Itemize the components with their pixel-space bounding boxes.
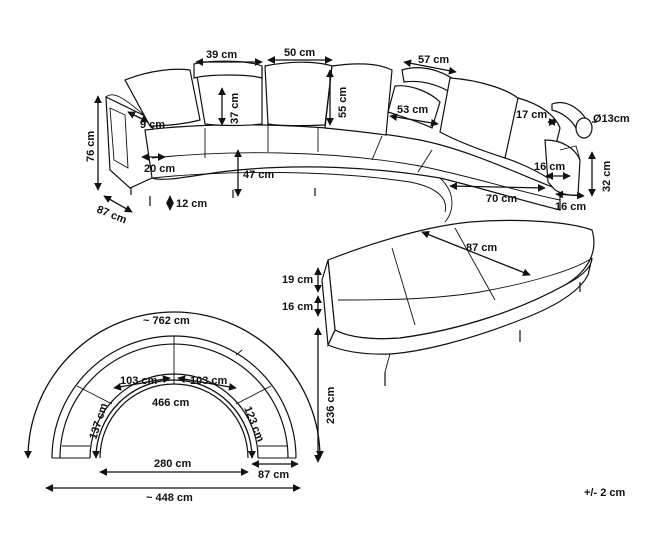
dim-cushion-depth: 53 cm xyxy=(397,104,428,116)
plan-view: ~ 762 cm 103 cm 103 cm 466 cm 137 cm 123… xyxy=(24,311,324,504)
dim-chaise-base-height: 16 cm xyxy=(282,301,313,313)
dim-cushion-width-a: 39 cm xyxy=(206,49,237,61)
dim-cushion-width-b: 50 cm xyxy=(284,47,315,59)
dim-chaise-cushion-height: 19 cm xyxy=(282,274,313,286)
chaise-dimensions: 87 cm 19 cm 16 cm 236 cm xyxy=(282,230,531,463)
sofa-illustration xyxy=(105,60,595,386)
dim-end-height: 32 cm xyxy=(601,161,613,192)
dim-leg-height: 12 cm xyxy=(176,198,207,210)
dim-overall-depth: 236 cm xyxy=(325,386,337,424)
dim-inner-width: 280 cm xyxy=(154,458,192,470)
chaise-base xyxy=(327,257,593,355)
dim-end-width-b: 16 cm xyxy=(555,201,586,213)
headrest-1 xyxy=(193,60,263,79)
dim-seat-height: 47 cm xyxy=(243,169,274,181)
dim-end-width-a: 16 cm xyxy=(534,161,565,173)
dim-outer-arc: ~ 762 cm xyxy=(143,315,190,327)
dim-bolster-length: 17 cm xyxy=(516,109,547,121)
dim-chaise-length: 87 cm xyxy=(466,242,497,254)
dim-seat-depth: 70 cm xyxy=(486,193,517,205)
dim-side-left: 137 cm xyxy=(87,402,110,441)
dim-cushion-height-a: 37 cm xyxy=(229,93,241,124)
dim-inner-arc: 466 cm xyxy=(152,397,190,409)
back-cushion-3 xyxy=(264,61,333,127)
dim-arm-depth: 20 cm xyxy=(144,163,175,175)
tolerance-note: +/- 2 cm xyxy=(584,487,625,499)
dim-overall-width: ~ 448 cm xyxy=(146,492,193,504)
dim-segment-left: 103 cm xyxy=(120,375,158,387)
back-cushion-4 xyxy=(324,63,393,136)
dim-total-height: 76 cm xyxy=(85,131,97,162)
dim-cushion-height-b: 55 cm xyxy=(337,87,349,118)
dim-cushion-width-c: 57 cm xyxy=(418,54,449,66)
dim-bolster-diameter: Ø13cm xyxy=(593,113,630,125)
dim-arm-width: 9 cm xyxy=(140,119,165,131)
dim-segment-right: 103 cm xyxy=(190,375,228,387)
dim-chaise-depth-plan: 87 cm xyxy=(258,469,289,481)
